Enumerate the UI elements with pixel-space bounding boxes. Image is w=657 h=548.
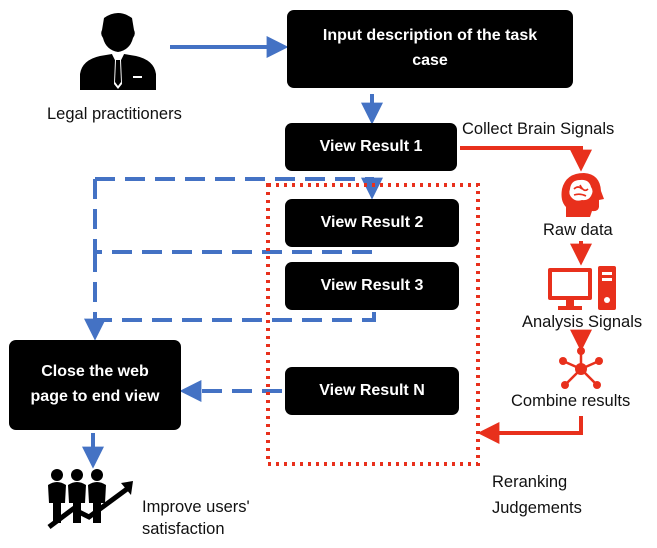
reranking-judgements-label: Reranking Judgements [492,473,582,517]
view-result-3-text: View Result 3 [320,276,424,294]
arrow-collect-signals [460,146,592,172]
view-result-n-text: View Result N [319,381,425,399]
collect-signals-label: Collect Brain Signals [462,120,615,138]
growth-people-icon [47,469,133,529]
close-page-box: Close the web page to end view [9,340,181,430]
arrow-rerank-feedback [477,416,583,444]
view-result-2-box: View Result 2 [285,199,459,247]
dashed-path-result3-loop [95,312,376,322]
dashed-path-result1-to-result2 [95,177,383,200]
rerank-region-outline [266,183,480,466]
combine-results-label: Combine results [511,392,631,410]
network-hub-icon [559,347,603,389]
outcome-label: Improve users' satisfaction [142,498,250,539]
brain-head-icon [561,173,604,217]
view-result-2-text: View Result 2 [320,213,424,231]
raw-data-label: Raw data [543,221,613,239]
view-result-n-box: View Result N [285,367,459,415]
view-result-3-box: View Result 3 [285,262,459,310]
computer-workstation-icon [548,266,616,310]
actor-label: Legal practitioners [47,105,182,123]
analysis-signals-label: Analysis Signals [522,313,643,331]
view-result-1-text: View Result 1 [319,137,423,155]
input-task-box: Input description of the task case [287,10,573,88]
input-task-text: Input description of the task case [322,27,538,69]
close-page-text: Close the web page to end view [30,363,160,405]
dashed-path-result2-loop [93,179,376,258]
view-result-1-box: View Result 1 [285,123,457,171]
business-person-icon [80,13,156,90]
